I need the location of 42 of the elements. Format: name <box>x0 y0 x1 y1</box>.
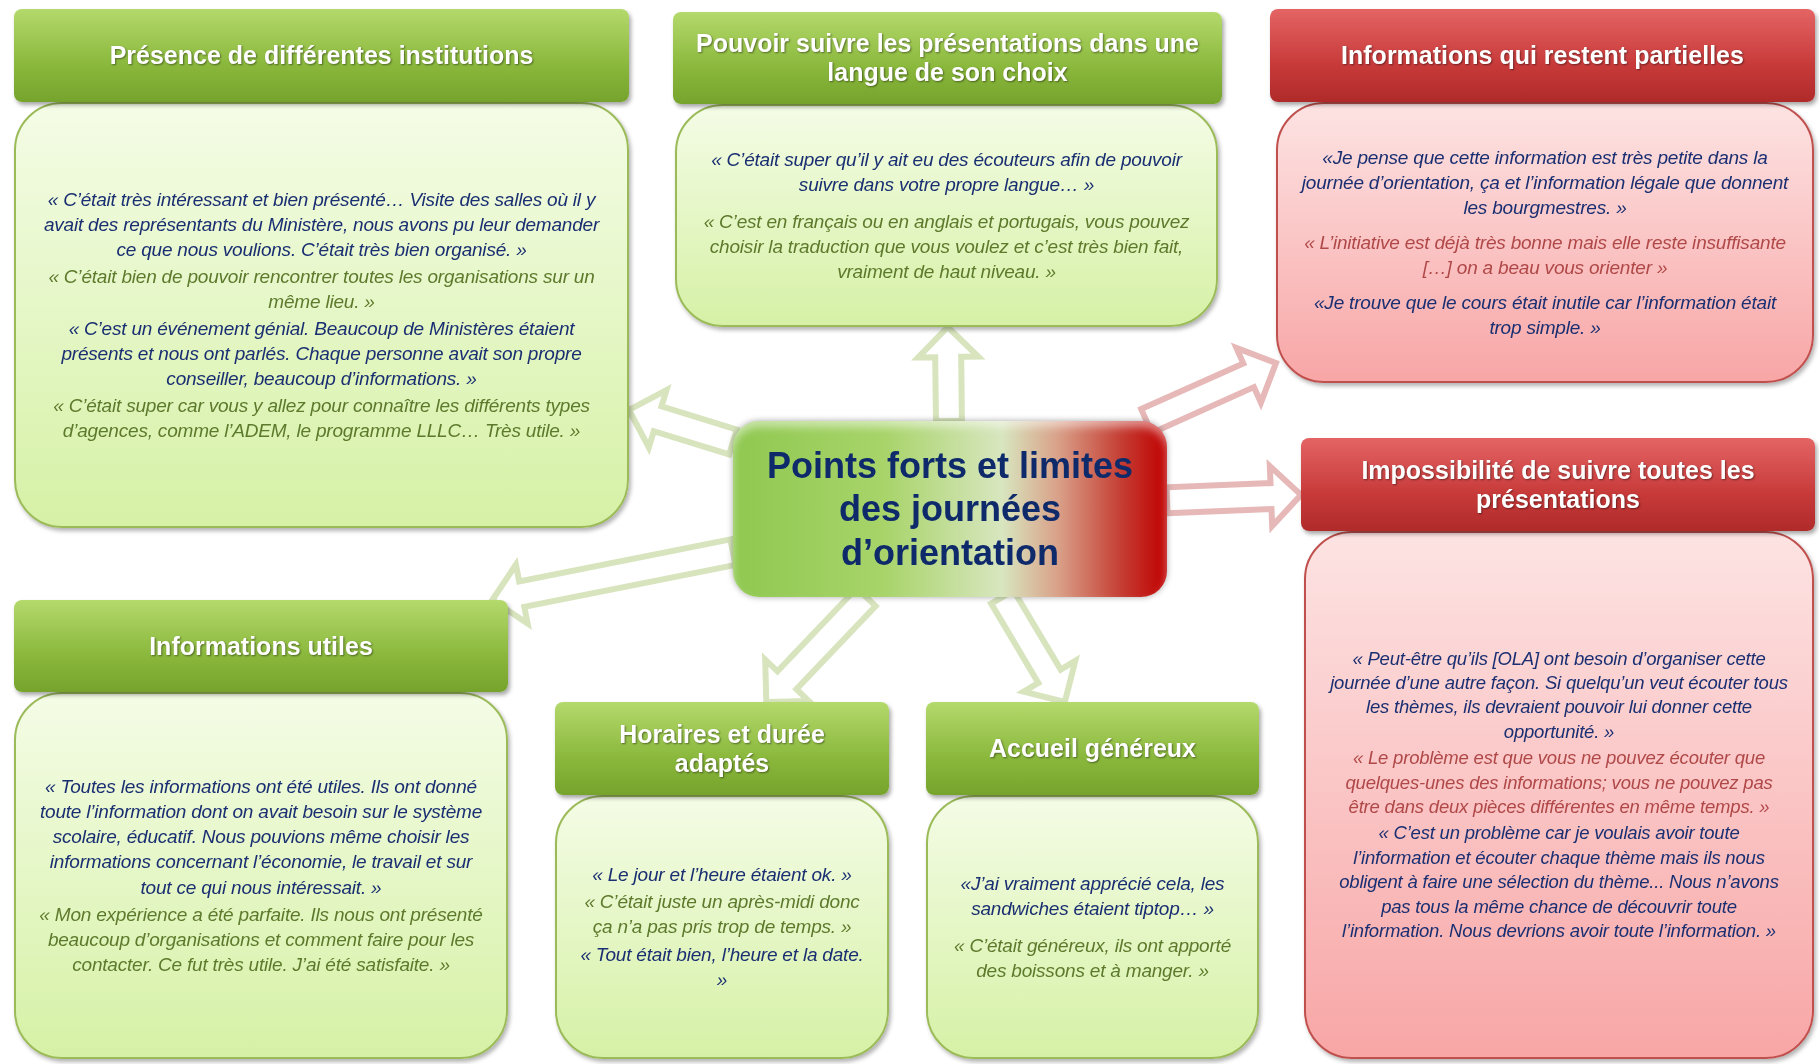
theme-header <box>555 702 889 795</box>
theme-header <box>14 9 629 102</box>
quote-text: « Le problème est que vous ne pouvez écouter que quelques-unes des informations; vous ne pouvez pas être dans deux pièces différentes en même temps. » <box>1344 746 1774 819</box>
quote-text: « Peut-être qu’ils [OLA] ont besoin d’organiser cette journée d’une autre façon. Si quelqu’un veut écouter tous les thèmes, ils devraient pouvoir lui donner cette opportunité. » <box>1328 646 1789 744</box>
theme-title: Informations qui restent partielles <box>1341 41 1744 70</box>
quote-text: « C’est en français ou en anglais et portugais, vous pouvez choisir la traduction que vous voulez et c’est très bien fait, vraiment de haut niveau. » <box>702 209 1191 285</box>
theme-title: Pouvoir suivre les présentations dans une langue de son choix <box>695 29 1200 87</box>
theme-header <box>1270 9 1815 102</box>
quote-text: « C’était juste un après-midi donc ça n’a pas pris trop de temps. » <box>583 890 861 940</box>
theme-header <box>14 600 508 692</box>
quote-text: « Le jour et l’heure étaient ok. » <box>592 863 852 888</box>
theme-title: Informations utiles <box>149 631 373 661</box>
quote-panel <box>14 692 508 1059</box>
central-title: Points forts et limites des journées d’orientation <box>765 444 1135 574</box>
quote-panel <box>14 102 629 528</box>
quote-panel <box>675 104 1218 327</box>
quote-panel <box>555 795 889 1059</box>
quote-text: «Je pense que cette information est très petite dans la journée d’orientation, ça et l’information légale que donnent les bourgmestres. » <box>1300 145 1790 220</box>
theme-header <box>926 702 1259 795</box>
theme-title: Accueil généreux <box>989 734 1196 763</box>
quote-text: « C’était très intéressant et bien présenté… Visite des salles où il y avait des représentants du Ministère, nous avons pu leur demander ce que nous voulions. C’était très bien organisé. » <box>42 187 601 262</box>
theme-title: Présence de différentes institutions <box>109 41 534 70</box>
quote-text: «Je trouve que le cours était inutile car l’information était trop simple. » <box>1313 291 1778 341</box>
quote-text: « C’est un événement génial. Beaucoup de Ministères étaient présents et nous ont parlés. Chaque personne avait son propre conseiller, beaucoup d’informations. » <box>60 317 583 392</box>
theme-title: Impossibilité de suivre toutes les présentations <box>1360 455 1756 514</box>
quote-text: « C’était super qu’il y ait eu des écouteurs afin de pouvoir suivre dans votre propre langue… » <box>710 147 1184 197</box>
central-topic-box <box>733 421 1167 597</box>
theme-title: Horaires et durée adaptés <box>618 719 826 778</box>
quote-text: « C’était généreux, ils ont apporté des boissons et à manger. » <box>952 934 1233 984</box>
quote-text: « Mon expérience a été parfaite. Ils nous ont présenté beaucoup d’organisations et comment faire pour les contacter. Ce fut très utile. J’ai été satisfaite. » <box>38 902 484 977</box>
theme-header <box>673 12 1222 104</box>
quote-text: « C’est un problème car je voulais avoir toute l’information et écouter chaque thème mais ils nous obligent à faire une sélection du thème... Nous n’avons pas tous la même chance de découvrir toute l’information. Nous devrions avoir toute l’information. » <box>1338 821 1780 944</box>
quote-text: « L’initiative est déjà très bonne mais elle reste insuffisante […] on a beau vous orienter » <box>1303 230 1787 281</box>
quote-text: « Tout était bien, l’heure et la date. » <box>579 942 865 992</box>
theme-header <box>1301 438 1815 531</box>
quote-text: « Toutes les informations ont été utiles. Ils ont donné toute l’information dont on avait besoin sur le système scolaire, éducatif. Nous pouvions même choisir les informations concernant l’économie, le travail et sur tout ce qui nous intéressait. » <box>38 775 484 900</box>
quote-panel <box>926 795 1259 1059</box>
quote-text: « C’était bien de pouvoir rencontrer toutes les organisations sur un même lieu. » <box>47 264 596 314</box>
quote-panel <box>1276 102 1814 383</box>
quote-text: « C’était super car vous y allez pour connaître les différents types d’agences, comme l’ADEM, le programme LLLC… Très utile. » <box>52 394 591 444</box>
quote-panel <box>1304 531 1814 1059</box>
quote-text: «J’ai vraiment apprécié cela, les sandwiches étaient tiptop… » <box>959 871 1226 921</box>
